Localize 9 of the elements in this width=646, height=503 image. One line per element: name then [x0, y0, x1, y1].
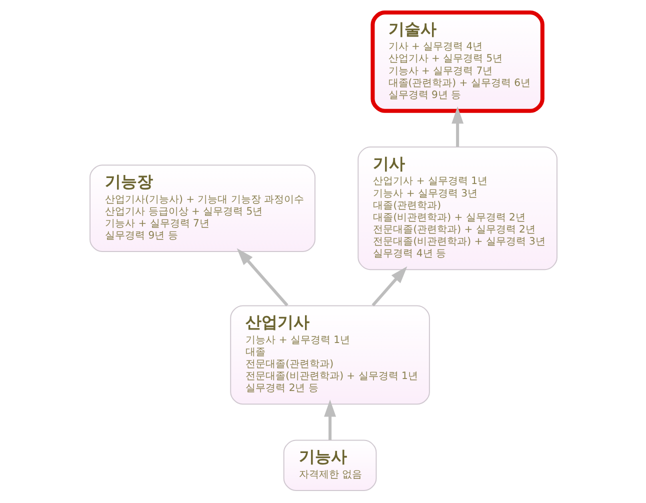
- node-box: 기사 산업기사 + 실무경력 1년 기능사 + 실무경력 3년 대졸(관련학과) 대졸(비관련학과) + 실무경력 2년 전문대졸(관련학과) + 실무경력 2년 전문대졸(비관련학과) + 실무경력 3년 실무경력 4년 등: [357, 146, 557, 270]
- node-box: 기능사 자격제한 없음: [282, 440, 376, 491]
- arrow: [371, 266, 407, 306]
- arrow: [451, 106, 464, 147]
- node-box: 기술사 기사 + 실무경력 4년 산업기사 + 실무경력 5년 기능사 + 실무경력 7년 대졸(관련학과) + 실무경력 6년 실무경력 9년 등: [370, 10, 544, 113]
- arrow: [324, 400, 336, 440]
- arrow: [236, 248, 288, 306]
- node-box: 기능장 산업기사(기능사) + 기능대 기능장 과정이수 산업기사 등급이상 + 실무경력 5년 기능사 + 실무경력 7년 실무경력 9년 등: [89, 164, 315, 252]
- node-box: 산업기사 기능사 + 실무경력 1년 대졸 전문대졸(관련학과) 전문대졸(비관련학과) + 실무경력 1년 실무경력 2년 등: [230, 305, 430, 405]
